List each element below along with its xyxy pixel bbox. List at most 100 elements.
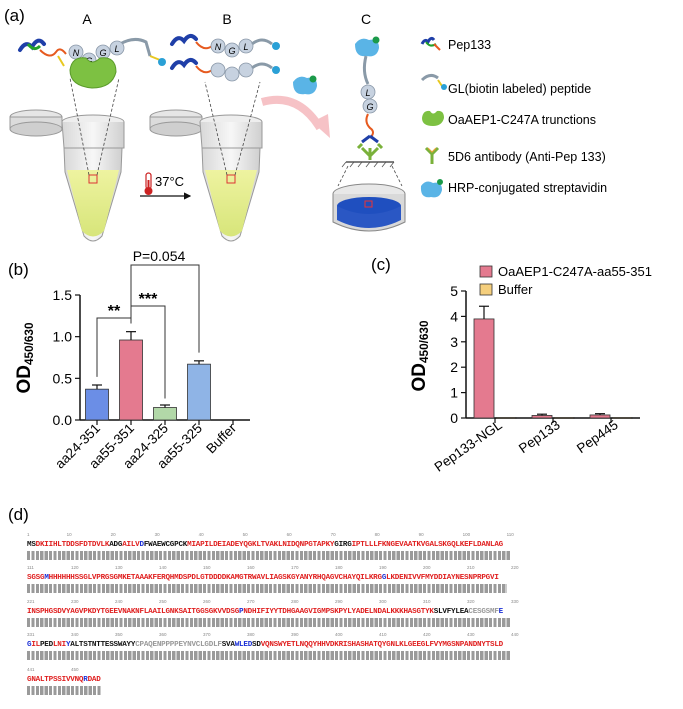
- sequence-segment: E: [498, 608, 504, 616]
- bar: [119, 339, 143, 421]
- legend-label-oaaep1: OaAEP1-C247A trunctions: [448, 113, 596, 127]
- bar: [495, 417, 517, 419]
- sequence-position-label: 260: [203, 599, 211, 604]
- sequence-position-label: 180: [335, 565, 343, 570]
- y-tick-label: 1.0: [53, 329, 73, 345]
- sequence-position-label: 441: [27, 667, 35, 672]
- sequence-segment: M: [44, 574, 49, 582]
- sequence-position-label: 40: [198, 532, 204, 537]
- legend-label-pep133: Pep133: [448, 38, 491, 52]
- sequence-segment: D: [139, 541, 145, 549]
- panel-label-a: (a): [4, 6, 25, 25]
- legend-pep133-icon: [420, 36, 441, 51]
- thermometer-icon: [144, 172, 153, 195]
- streptavidin-molecule-transfer: [293, 75, 317, 95]
- sequence-position-label: 230: [71, 599, 79, 604]
- sequence-position-label: 220: [511, 565, 519, 570]
- y-axis-label: OD450/630: [409, 320, 431, 391]
- sequence-position-label: 111: [27, 565, 34, 570]
- sequence-line: SGSGMHHHHHHSSGLVPRGSGMKETAAAKFERQHMDSPDL…: [27, 574, 499, 582]
- significance-label: ***: [139, 291, 158, 308]
- panel-label-d: (d): [8, 505, 29, 524]
- peptide-letter: G: [99, 48, 106, 58]
- sequence-segment: LDANLAG: [472, 541, 504, 549]
- sequence-position-label: 200: [423, 565, 431, 570]
- tube-a: [9, 77, 125, 242]
- sequence-line: GNALTPSSIVVNQRDAD: [27, 676, 101, 684]
- sequence-position-label: 290: [335, 599, 343, 604]
- y-axis-label: OD450/630: [14, 322, 36, 393]
- sequence-position-label: 400: [335, 632, 343, 637]
- y-tick-label: 0.0: [53, 412, 73, 428]
- sequence-segment: NDHIFIYYTDHGAAGVIGMPSKPYLYADELNDALKKKHAS…: [243, 608, 434, 616]
- sequence-position-label: 380: [247, 632, 255, 637]
- sequence-position-label: 110: [506, 532, 514, 537]
- step-label-c: C: [361, 11, 371, 27]
- legend-swatch: [479, 283, 493, 296]
- peptide-letter: G: [228, 46, 235, 56]
- sequence-position-label: 360: [159, 632, 167, 637]
- chart-b: 0.00.51.01.5OD450/630aa24-351aa55-351aa2…: [14, 248, 250, 471]
- sequence-position-label: 140: [159, 565, 167, 570]
- sequence-segment: LKDENIVVFMYDDIAYNESNPRPGVI: [386, 574, 499, 582]
- sequence-segment: ADG: [109, 541, 123, 549]
- temperature-label: 37°C: [155, 174, 184, 189]
- sequence-segment: Y: [65, 641, 71, 649]
- sequence-position-label: 30: [154, 532, 160, 537]
- sequence-conservation-bars: [27, 618, 511, 627]
- sequence-position-label: 390: [291, 632, 299, 637]
- panel-label-c: (c): [371, 255, 391, 274]
- y-tick-label: 4: [450, 308, 458, 324]
- bar: [153, 407, 177, 421]
- sequence-segment: DAD: [87, 676, 101, 684]
- sequence-segment: WLED: [234, 641, 253, 649]
- sequence-conservation-bars: [27, 686, 102, 695]
- y-tick-label: 3: [450, 334, 458, 350]
- sequence-segment: CESGSMF: [468, 608, 499, 616]
- ligated-peptides-b: N G L: [170, 34, 280, 82]
- sequence-position-label: 350: [115, 632, 123, 637]
- peptide-letter: N: [215, 42, 222, 52]
- sequence-position-label: 120: [71, 565, 79, 570]
- sequence-position-label: 100: [462, 532, 471, 537]
- sequence-position-label: 10: [66, 532, 72, 537]
- sequence-position-label: 280: [291, 599, 299, 604]
- sequence-conservation-bars: [27, 551, 511, 560]
- sequence-segment: SGSG: [27, 574, 45, 582]
- sequence-position-label: 50: [242, 532, 248, 537]
- sequence-segment: VQNSWYETLNQQYHHVDKRISHASHATQYGNLKLGEEGLF…: [260, 641, 504, 649]
- sequence-position-label: 160: [247, 565, 255, 570]
- sequence-segment: R: [83, 676, 88, 684]
- elisa-well-c: L G: [332, 36, 406, 232]
- legend-label: OaAEP1-C247A-aa55-351: [498, 264, 652, 279]
- sequence-position-label: 430: [467, 632, 475, 637]
- sequence-position-label: 20: [110, 532, 116, 537]
- sequence-segment: LNI: [52, 641, 66, 649]
- sequence-position-label: 320: [467, 599, 475, 604]
- legend-gl-peptide-icon: [420, 73, 447, 90]
- gl-peptide-molecule-a: [119, 37, 166, 66]
- y-tick-label: 1.5: [53, 287, 73, 303]
- sequence-segment: PED: [39, 641, 53, 649]
- tube-b: [149, 81, 263, 242]
- sequence-position-label: 331: [27, 632, 35, 637]
- bar: [473, 318, 495, 419]
- x-tick-label: Pep133: [516, 417, 563, 456]
- sequence-conservation-bars: [27, 651, 511, 660]
- y-tick-label: 0: [450, 410, 458, 426]
- panel-label-b: (b): [8, 260, 29, 279]
- sequence-position-label: 80: [374, 532, 380, 537]
- sequence-segment: SLVFYLEA: [433, 608, 469, 616]
- sequence-segment: HHHHHHSSGLVPRGSGMKETAAAKFERQHMDSPDLGTDDD…: [48, 574, 382, 582]
- y-tick-label: 0.5: [53, 370, 73, 386]
- sequence-position-label: 190: [379, 565, 387, 570]
- sequence-segment: P: [239, 608, 244, 616]
- sequence-position-label: 60: [286, 532, 292, 537]
- sequence-segment: AILV: [122, 541, 140, 549]
- pep133-molecule-a: [18, 38, 67, 67]
- x-tick-label: Pep445: [574, 417, 621, 456]
- peptide-letter: L: [243, 42, 248, 52]
- y-tick-label: 1: [450, 385, 458, 401]
- bar: [589, 414, 611, 419]
